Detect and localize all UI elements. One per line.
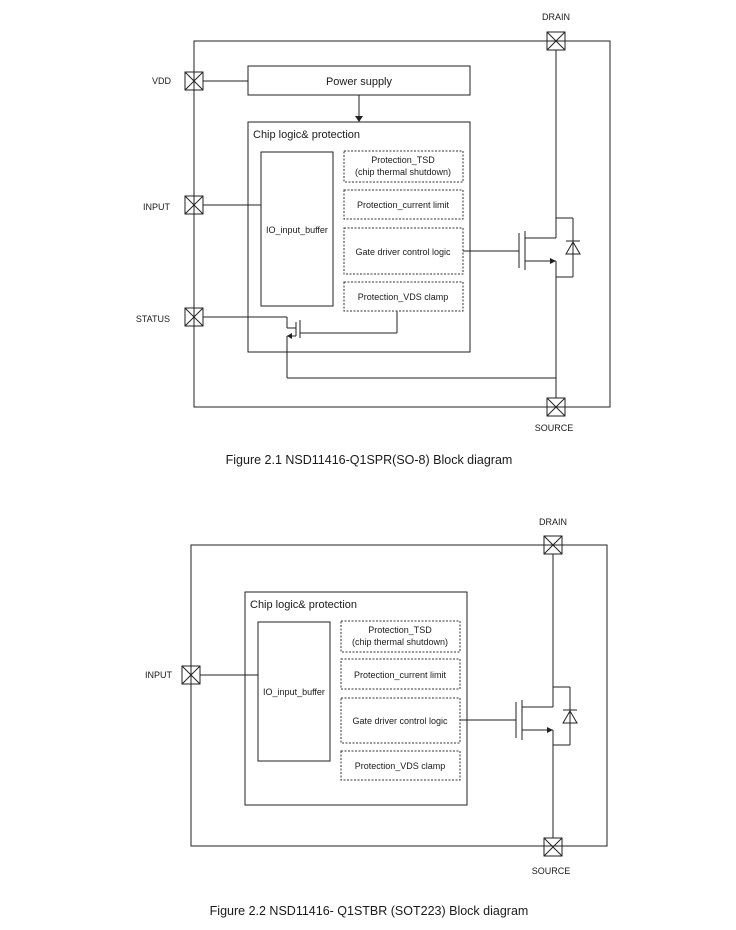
chip-logic-block [247,121,471,353]
protection-current-limit-block [340,658,461,690]
figure-1-caption: Figure 2.1 NSD11416-Q1SPR(SO-8) Block di… [226,453,513,467]
protection-vds-clamp-block [343,281,464,312]
drain-pin-label: DRAIN [539,517,567,527]
source-pin-label: SOURCE [535,423,574,433]
protection-current-limit-label: Protection_current limit [357,200,450,210]
io-input-buffer-label: IO_input_buffer [266,225,328,235]
protection-tsd-label: Protection_TSD [371,155,435,165]
vdd-pin-label: VDD [152,76,172,86]
input-pin-label: INPUT [143,202,171,212]
protection-tsd-block [340,620,461,653]
protection-vds-clamp-label: Protection_VDS clamp [358,292,449,302]
protection-tsd-sublabel: (chip thermal shutdown) [352,637,448,647]
source-pin-icon [543,837,563,857]
gate-driver-label: Gate driver control logic [355,247,451,257]
status-transistor-icon [203,311,398,378]
protection-tsd-sublabel: (chip thermal shutdown) [355,167,451,177]
protection-vds-clamp-label: Protection_VDS clamp [355,761,446,771]
source-pin-label: SOURCE [532,866,571,876]
drain-pin-label: DRAIN [542,12,570,22]
power-mosfet-icon [463,50,581,398]
power-supply-label: Power supply [326,76,393,88]
figure-2-caption: Figure 2.2 NSD11416- Q1STBR (SOT223) Blo… [210,904,529,918]
io-input-buffer-block [257,621,331,762]
figure-2: INPUT DRAIN SOURCE Chip logic& protectio… [145,517,608,918]
protection-current-limit-label: Protection_current limit [354,670,447,680]
protection-tsd-label: Protection_TSD [368,625,432,635]
chip-logic-block [244,591,468,806]
gate-driver-label: Gate driver control logic [352,716,448,726]
status-pin-label: STATUS [136,314,170,324]
chip-logic-title: Chip logic& protection [250,599,357,611]
package-outline [193,40,611,408]
input-pin-label: INPUT [145,670,173,680]
figure-1: VDD INPUT STATUS DRAIN SOURCE Power supp… [136,12,611,467]
protection-vds-clamp-block [340,750,461,781]
package-outline [190,544,608,847]
power-mosfet-icon [460,554,578,838]
io-input-buffer-block [260,151,334,307]
protection-current-limit-block [343,189,464,220]
io-input-buffer-label: IO_input_buffer [263,687,325,697]
protection-tsd-block [343,150,464,183]
chip-logic-title: Chip logic& protection [253,129,360,141]
